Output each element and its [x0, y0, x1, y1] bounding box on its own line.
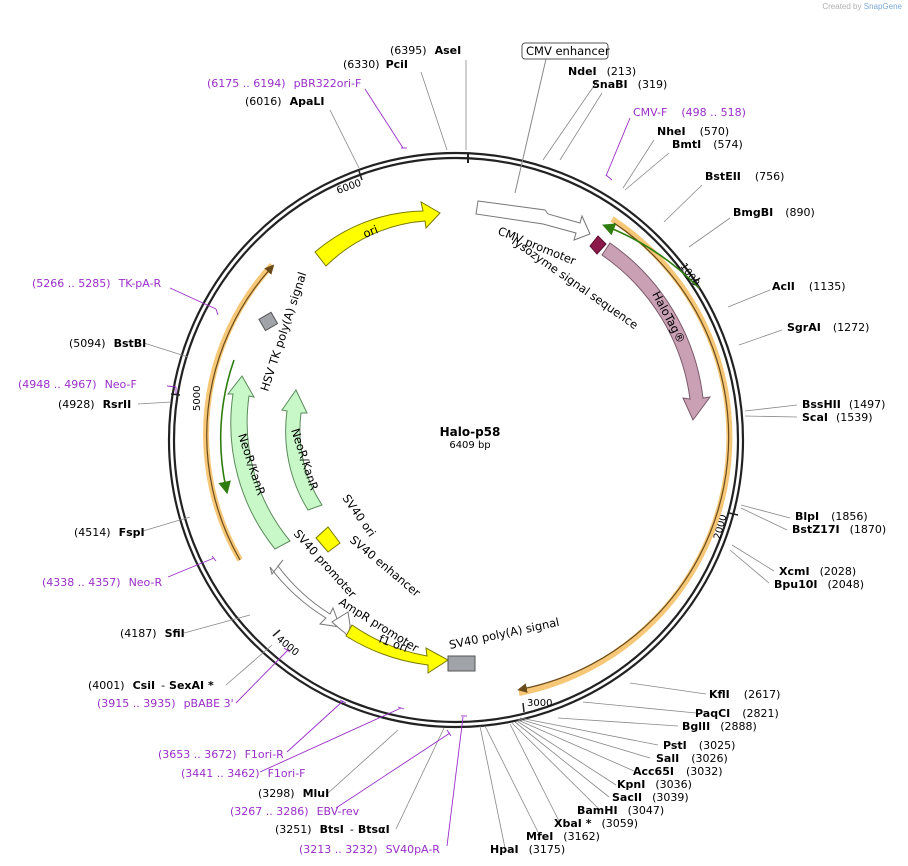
site-sali: SalI(3026)	[656, 752, 728, 765]
site-fspi: (4514)FspI	[74, 526, 145, 539]
sv40-promoter-arrow	[269, 559, 341, 628]
neor-kanr-outer-arrow	[226, 375, 291, 550]
primer-tk-pa-r: (5266 .. 5285)TK-pA-R	[32, 277, 162, 290]
site-mfei: MfeI(3162)	[526, 830, 600, 843]
site-acc65i: Acc65I(3032)	[633, 765, 723, 778]
site-csii-sexai: (4001)CsiI-SexAI *	[88, 679, 214, 692]
hsv-tk-polya-block	[258, 311, 279, 332]
site-ndei: NdeI(213)	[568, 65, 636, 78]
site-hpai: HpaI(3175)	[490, 843, 565, 856]
site-asei: (6395)AseI	[390, 44, 461, 57]
tick-3000: 3000	[522, 698, 552, 713]
halotag-label: HaloTag®	[649, 289, 688, 346]
primer-f1ori-f: (3441 .. 3462)F1ori-F	[181, 767, 306, 780]
orf-arrow-right-brown	[517, 222, 730, 693]
primer-cmv-f: CMV-F(498 .. 518)	[633, 106, 746, 119]
primer-f1ori-r: (3653 .. 3672)F1ori-R	[158, 748, 284, 761]
credit-prefix: Created by	[822, 2, 862, 11]
site-bstbi: (5094)BstBI	[69, 337, 146, 350]
site-acli: AclI(1135)	[772, 280, 845, 293]
site-kpni: KpnI(3036)	[617, 778, 692, 791]
tick-4000: 4000	[272, 629, 301, 659]
neor-kanr-inner-arrow	[281, 389, 323, 511]
cmv-enhancer-text: CMV enhancer	[526, 44, 610, 58]
site-mlui: (3298)MluI	[258, 787, 329, 800]
site-sgrai: SgrAI(1272)	[787, 321, 869, 334]
credit-brand: SnapGene	[863, 2, 902, 11]
site-snabi: SnaBI(319)	[592, 78, 667, 91]
site-sacii: SacII(3039)	[612, 791, 689, 804]
backbone-inner	[172, 156, 740, 724]
site-sfii: (4187)SfiI	[120, 627, 185, 640]
tick-label-6000: 6000	[335, 178, 363, 197]
cmv-enhancer-label: CMV enhancer	[514, 42, 610, 194]
cmv-promoter-arrow	[475, 200, 591, 241]
site-bamhi: BamHI(3047)	[577, 804, 664, 817]
tick-label-5000: 5000	[192, 386, 203, 411]
ori-arrow	[314, 200, 441, 267]
plasmid-name: Halo-p58	[440, 425, 501, 439]
site-pcii: (6330)PciI	[343, 58, 408, 71]
site-xcmi: XcmI(2028)	[779, 565, 856, 578]
tick-label-3000: 3000	[527, 698, 552, 709]
site-nhei: NheI(570)	[657, 125, 729, 138]
lysozyme-label: lysozyme signal sequence	[509, 234, 641, 332]
primer-leader-lines	[166, 88, 631, 847]
hsv-tk-polya-label: HSV TK poly(A) signal	[258, 270, 310, 393]
sv40-ori-block	[315, 526, 341, 553]
site-bmgbi: BmgBI(890)	[733, 206, 815, 219]
site-xbai: XbaI *(3059)	[554, 817, 638, 830]
backbone-outer	[167, 151, 745, 729]
site-rsrii: (4928)RsrII	[58, 398, 131, 411]
halotag-arrow	[601, 242, 712, 421]
snapgene-credit: Created by SnapGene	[822, 2, 902, 11]
primer-labels: (6175 .. 6194)pBR322ori-F CMV-F(498 .. 5…	[18, 77, 746, 856]
orf-arrow-left-brown	[206, 264, 275, 561]
site-bsshii: BssHII(1497)	[802, 398, 885, 411]
tick-label-4000: 4000	[274, 634, 301, 659]
f1-ori-arrow	[345, 624, 449, 674]
site-bpu10i: Bpu10I(2048)	[774, 578, 864, 591]
site-leader-lines	[137, 60, 798, 849]
plasmid-size: 6409 bp	[449, 440, 490, 451]
site-apali: (6016)ApaLI	[245, 95, 325, 108]
primer-neo-r: (4338 .. 4357)Neo-R	[42, 576, 162, 589]
site-blpi: BlpI(1856)	[795, 510, 868, 523]
orf-arrow-right-green	[602, 223, 700, 289]
orf-arrow-left-green	[218, 359, 235, 495]
sv40-polya-label: SV40 poly(A) signal	[448, 615, 561, 652]
lysozyme-signal-block	[589, 235, 607, 255]
site-bglii: BglII(2888)	[682, 720, 757, 733]
site-btsi: (3251)BtsI-BtsαI	[275, 823, 390, 836]
site-bmti: BmtI(574)	[672, 138, 743, 151]
tick-5000: 5000	[170, 386, 203, 411]
orf-highlight-right	[518, 216, 733, 696]
primer-pbabe3: (3915 .. 3935)pBABE 3'	[97, 697, 234, 710]
primer-ebv-rev: (3267 .. 3286)EBV-rev	[230, 805, 360, 818]
ori-label: ori	[361, 222, 380, 241]
primer-neo-f: (4948 .. 4967)Neo-F	[18, 378, 137, 391]
sv40-polya-block	[447, 655, 476, 672]
site-labels: (6395)AseI (6330)PciI (6016)ApaLI NdeI(2…	[58, 44, 886, 856]
site-kfli: KflI(2617)	[709, 688, 780, 701]
site-psti: PstI(3025)	[663, 739, 735, 752]
site-paqci: PaqCI(2821)	[695, 707, 779, 720]
primer-pbr322ori-f: (6175 .. 6194)pBR322ori-F	[207, 77, 361, 90]
site-scai: ScaI(1539)	[802, 411, 873, 424]
primer-sv40pa-r: (3213 .. 3232)SV40pA-R	[299, 843, 440, 856]
sv40-ori-label: SV40 ori	[340, 492, 379, 540]
site-bsteii: BstEII(756)	[705, 170, 784, 183]
site-bstz17i: BstZ17I(1870)	[792, 523, 886, 536]
